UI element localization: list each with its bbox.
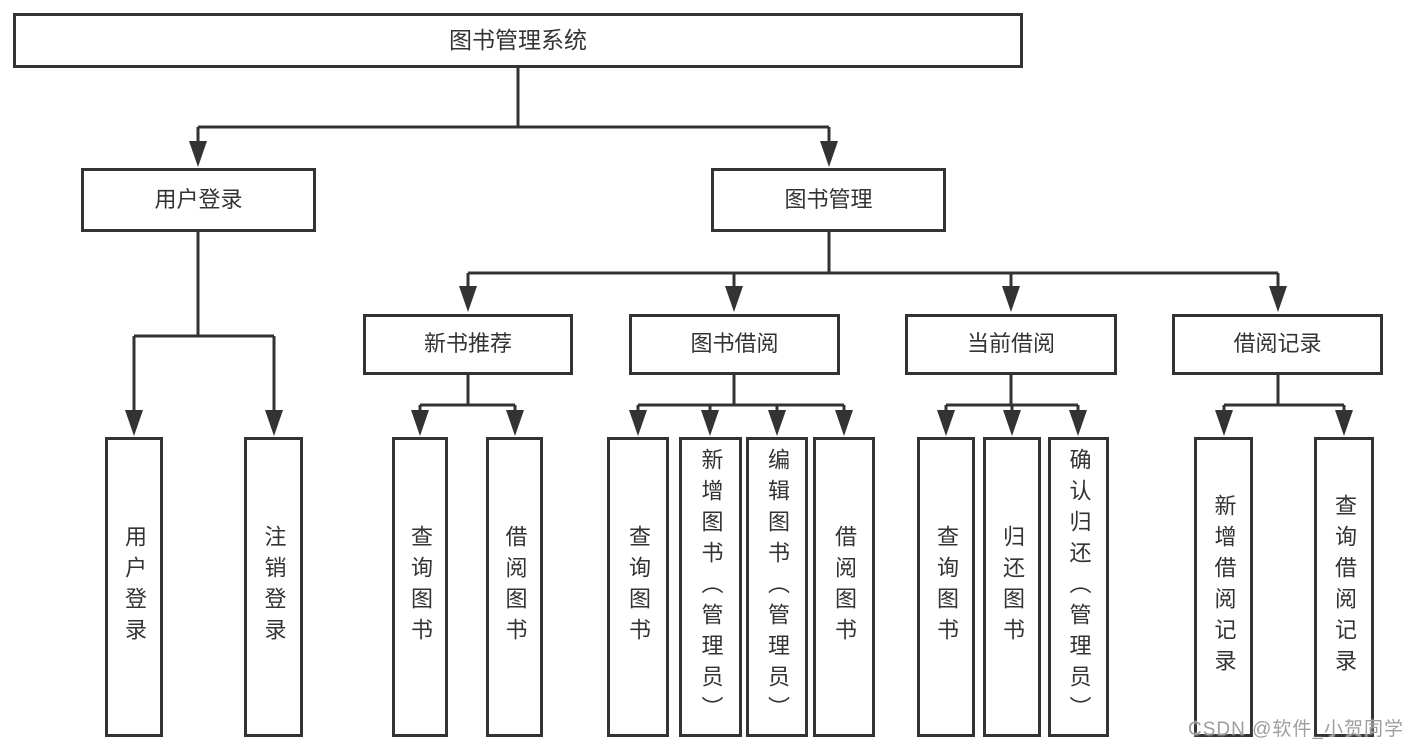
leaf-borrow-books: 借阅图书 xyxy=(813,437,875,737)
leaf-logout: 注销登录 xyxy=(244,437,303,737)
leaf-query-books-current: 查询图书 xyxy=(917,437,975,737)
leaf-borrow-books-recommendation: 借阅图书 xyxy=(486,437,543,737)
leaf-return-books: 归还图书 xyxy=(983,437,1041,737)
node-user-login: 用户登录 xyxy=(81,168,316,232)
leaf-query-books-borrowing: 查询图书 xyxy=(607,437,669,737)
node-book-management: 图书管理 xyxy=(711,168,946,232)
connector-root-to-level2 xyxy=(189,68,838,167)
connector-borrow-record-children xyxy=(1215,375,1353,436)
node-borrowing-records: 借阅记录 xyxy=(1172,314,1383,375)
leaf-edit-books-admin: 编辑图书（管理员） xyxy=(746,437,808,737)
leaf-confirm-return-admin: 确认归还（管理员） xyxy=(1048,437,1109,737)
leaf-add-borrow-record: 新增借阅记录 xyxy=(1194,437,1253,737)
node-new-book-recommendation: 新书推荐 xyxy=(363,314,573,375)
leaf-query-books-recommendation: 查询图书 xyxy=(392,437,448,737)
csdn-watermark: CSDN @软件_小贺同学 xyxy=(1188,719,1404,740)
leaf-add-books-admin: 新增图书（管理员） xyxy=(679,437,742,737)
connector-new-book-rec-children xyxy=(411,375,524,436)
node-current-borrowing: 当前借阅 xyxy=(905,314,1117,375)
connector-book-mgmt-to-level3 xyxy=(459,232,1287,312)
connector-user-login-children xyxy=(125,232,283,436)
connector-book-borrow-children xyxy=(629,375,853,436)
node-book-borrowing: 图书借阅 xyxy=(629,314,840,375)
leaf-user-login: 用户登录 xyxy=(105,437,163,737)
leaf-query-borrow-record: 查询借阅记录 xyxy=(1314,437,1374,737)
connector-current-borrow-children xyxy=(937,375,1087,436)
node-root-library-management-system: 图书管理系统 xyxy=(13,13,1023,68)
